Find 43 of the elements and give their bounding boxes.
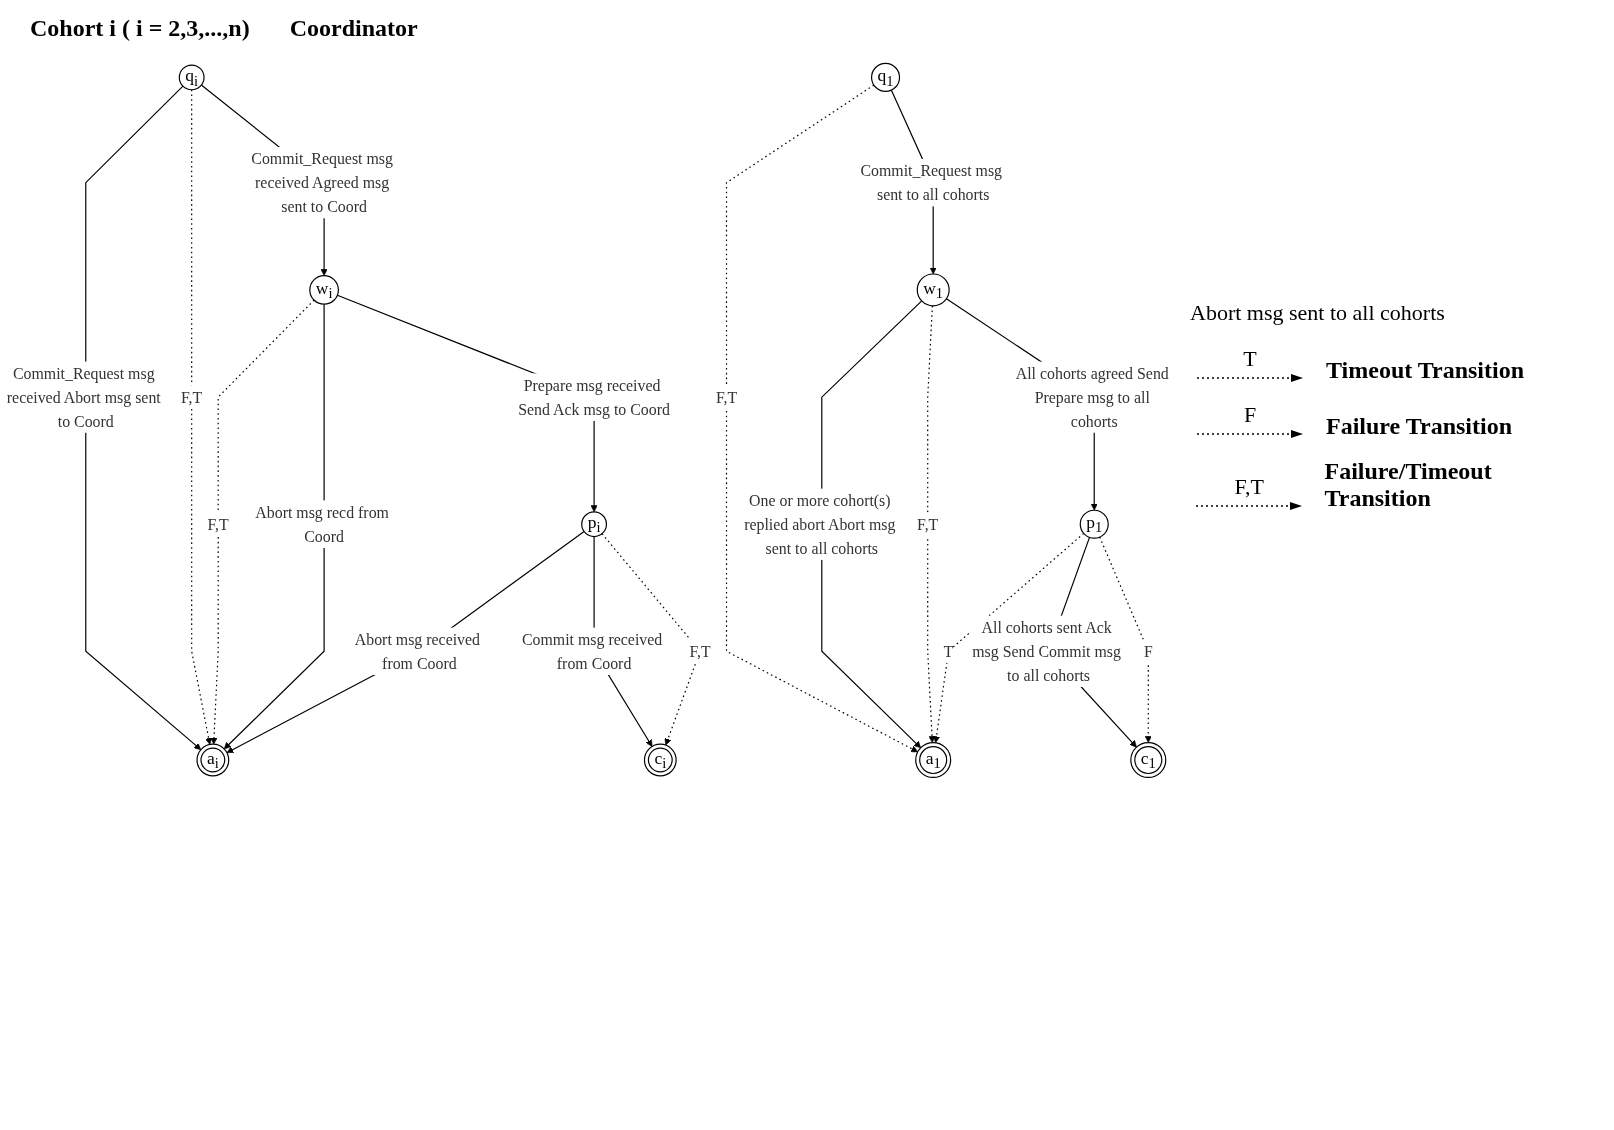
edge-label: T	[943, 642, 954, 660]
edge-label: F,T	[715, 388, 738, 406]
legend-symbol: F	[1243, 402, 1257, 428]
legend-text: Failure Transition	[1326, 413, 1513, 440]
edge-label: One or more cohort(s) replied abort Abort msg sent to all cohorts	[744, 491, 896, 557]
edge-label: Commit_Request msg received Abort msg sent to Coord	[6, 364, 161, 430]
arrow	[1099, 536, 1152, 743]
edge-label: Commit_Request msg sent to all cohorts	[860, 162, 1003, 204]
node-circle: w$_{1}$	[916, 273, 950, 307]
edge-label: F,T	[181, 388, 203, 406]
node-circle: q$_{1}$	[871, 62, 901, 92]
edge-label: Abort msg received from Coord	[354, 630, 481, 672]
arrow	[85, 85, 202, 751]
edge-label: Commit msg received from Coord	[521, 630, 663, 672]
arrow	[226, 530, 585, 753]
edge-label: F,T	[207, 515, 229, 533]
node-circle: p$_{1}$	[1079, 509, 1109, 539]
edge-label: Abort msg recd from Coord	[255, 503, 389, 545]
legend-text: Timeout Transition	[1326, 357, 1525, 384]
edge-label: All cohorts agreed Send Prepare msg to all cohorts	[1015, 364, 1169, 430]
arrow	[191, 89, 213, 745]
node-circle: c$_{1}$	[1130, 741, 1167, 779]
edge-label: F,T	[917, 515, 939, 533]
legend-symbol: T	[1243, 346, 1257, 372]
node-circle: p$_{i}$	[581, 511, 608, 538]
arrow	[223, 303, 325, 750]
edge-label: Prepare msg received Send Ack msg to Coord	[518, 376, 670, 418]
arrow	[725, 84, 919, 753]
section-heading: Cohort i ( i = 2,3,...,n)	[30, 14, 250, 42]
legend-symbol: F,T	[1234, 474, 1264, 500]
edge-label: F,T	[689, 642, 711, 660]
edge-label: F	[1143, 642, 1153, 660]
legend-text: Failure/Timeout Transition	[1324, 458, 1493, 512]
edge-label: Commit_Request msg received Agreed msg sent to Coord	[251, 150, 393, 216]
node-circle: a$_{1}$	[915, 741, 952, 779]
node-circle: c$_{i}$	[643, 743, 677, 777]
node-circle: w$_{i}$	[309, 275, 339, 305]
node-circle: a$_{i}$	[196, 743, 230, 777]
node-circle: q$_{i}$	[178, 64, 205, 91]
arrow	[927, 305, 936, 743]
note-text: Abort msg sent to all cohorts	[1190, 300, 1446, 326]
edge-label: All cohorts sent Ack msg Send Commit msg to all cohorts	[972, 618, 1121, 684]
section-heading: Coordinator	[289, 14, 418, 42]
